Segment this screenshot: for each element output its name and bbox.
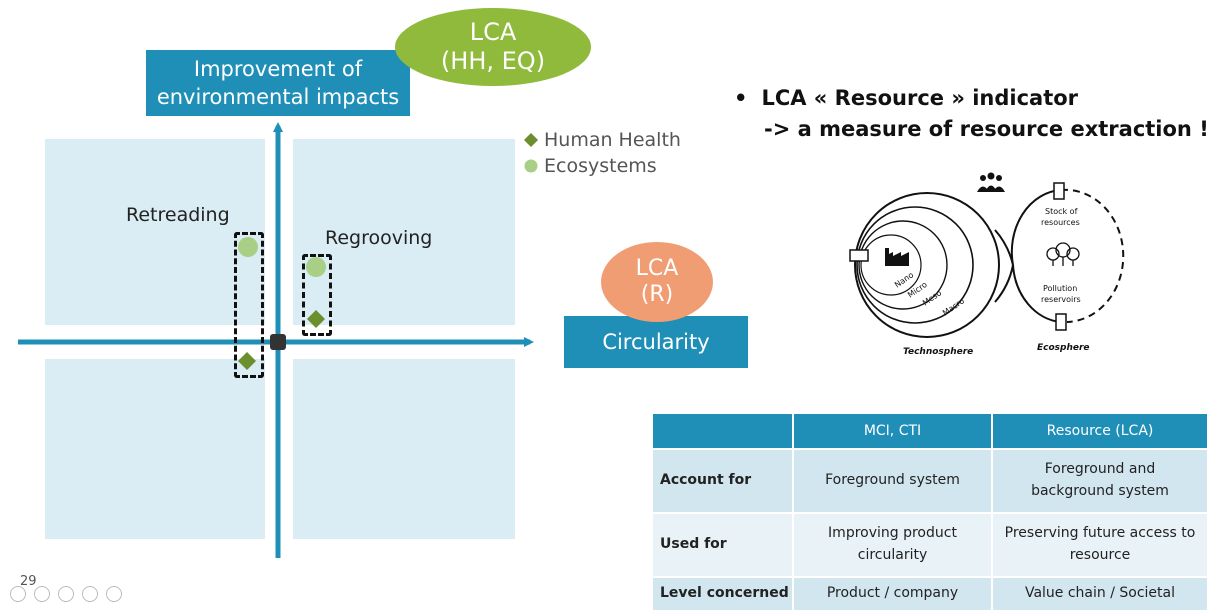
cell-resource: Value chain / Societal — [992, 576, 1209, 610]
table-header-blank — [653, 414, 794, 449]
lca-r-line1: LCA — [635, 255, 679, 281]
lca-r-oval: LCA (R) — [601, 242, 713, 322]
horizontal-axis-label-text: Circularity — [602, 330, 710, 354]
vertical-axis-label-line1: Improvement of — [193, 56, 363, 81]
row-label: Account for — [653, 448, 794, 513]
quadrant-bottom-right — [293, 359, 515, 539]
cell-resource: Preserving future access to resource — [992, 512, 1209, 577]
origin-marker — [270, 334, 286, 350]
table-header-resource: Resource (LCA) — [992, 414, 1209, 449]
tree-icon — [1046, 242, 1080, 266]
circle-icon — [524, 159, 538, 173]
stock-label-line2: resources — [1041, 218, 1080, 227]
lca-r-line2: (R) — [640, 282, 674, 307]
pollution-label-line2: reservoirs — [1041, 295, 1081, 304]
technosphere-label: Technosphere — [903, 347, 973, 357]
row-label: Used for — [653, 512, 794, 577]
retreading-group — [234, 232, 264, 378]
previous-slide-icon[interactable] — [10, 586, 26, 602]
regrooving-group — [302, 254, 332, 336]
regrooving-ecosystems-marker — [306, 257, 326, 277]
row-label: Level concerned — [653, 576, 794, 610]
regrooving-label: Regrooving — [325, 227, 433, 249]
pollution-label-line1: Pollution — [1043, 284, 1077, 293]
diamond-icon — [524, 133, 538, 147]
legend-human-health-label: Human Health — [544, 129, 681, 151]
slides-overview-icon[interactable] — [58, 586, 74, 602]
retreading-ecosystems-marker — [238, 237, 258, 257]
retreading-label: Retreading — [126, 204, 230, 226]
lca-hh-eq-oval: LCA (HH, EQ) — [395, 8, 591, 86]
quadrant-bottom-left — [45, 359, 265, 539]
pen-icon[interactable] — [34, 586, 50, 602]
slide-number: 29 — [20, 574, 37, 589]
table-header-row: MCI, CTI Resource (LCA) — [653, 414, 1209, 449]
regrooving-human-health-marker — [307, 310, 325, 328]
bullet-line-1-text: LCA « Resource » indicator — [761, 86, 1079, 110]
quadrant-top-left — [45, 139, 265, 325]
retreading-human-health-marker — [238, 352, 256, 370]
horizontal-axis-label: Circularity — [564, 316, 748, 368]
table-row: Level concerned Product / company Value … — [653, 576, 1209, 610]
vertical-axis-label: Improvement of environmental impacts — [146, 50, 410, 116]
cell-mci: Improving product circularity — [793, 512, 993, 577]
people-icon — [977, 172, 1005, 192]
cell-resource: Foreground and background system — [992, 448, 1209, 513]
bullet-dot: • — [734, 86, 748, 110]
resource-diagram: Nano Micro Meso Macro Technosphere Ecosp… — [849, 172, 1125, 357]
cell-mci: Foreground system — [793, 448, 993, 513]
meso-label: Meso — [921, 288, 943, 307]
bullet-line-2-text: -> a measure of resource extraction ! — [764, 117, 1209, 141]
factory-icon — [885, 248, 909, 266]
axes — [18, 122, 534, 558]
table-row: Account for Foreground system Foreground… — [653, 448, 1209, 513]
bullet-line-2: -> a measure of resource extraction ! — [764, 117, 1209, 141]
more-options-icon[interactable] — [106, 586, 122, 602]
vertical-axis-label-line2: environmental impacts — [156, 85, 400, 109]
lca-hh-eq-line2: (HH, EQ) — [440, 47, 546, 75]
cell-mci: Product / company — [793, 576, 993, 610]
lca-hh-eq-line1: LCA — [469, 18, 517, 47]
stock-label-line1: Stock of — [1045, 207, 1078, 216]
legend-ecosystems-label: Ecosystems — [544, 155, 657, 177]
ecosphere-label: Ecosphere — [1037, 343, 1090, 353]
legend-ecosystems: Ecosystems — [524, 155, 657, 177]
bullet-line-1: • LCA « Resource » indicator — [734, 86, 1078, 110]
comparison-table: MCI, CTI Resource (LCA) Account for Fore… — [653, 414, 1209, 610]
zoom-icon[interactable] — [82, 586, 98, 602]
table-header-mci: MCI, CTI — [793, 414, 993, 449]
slideshow-controls[interactable] — [10, 586, 122, 602]
table-row: Used for Improving product circularity P… — [653, 512, 1209, 577]
legend-human-health: Human Health — [524, 129, 681, 151]
macro-label: Macro — [941, 296, 966, 317]
